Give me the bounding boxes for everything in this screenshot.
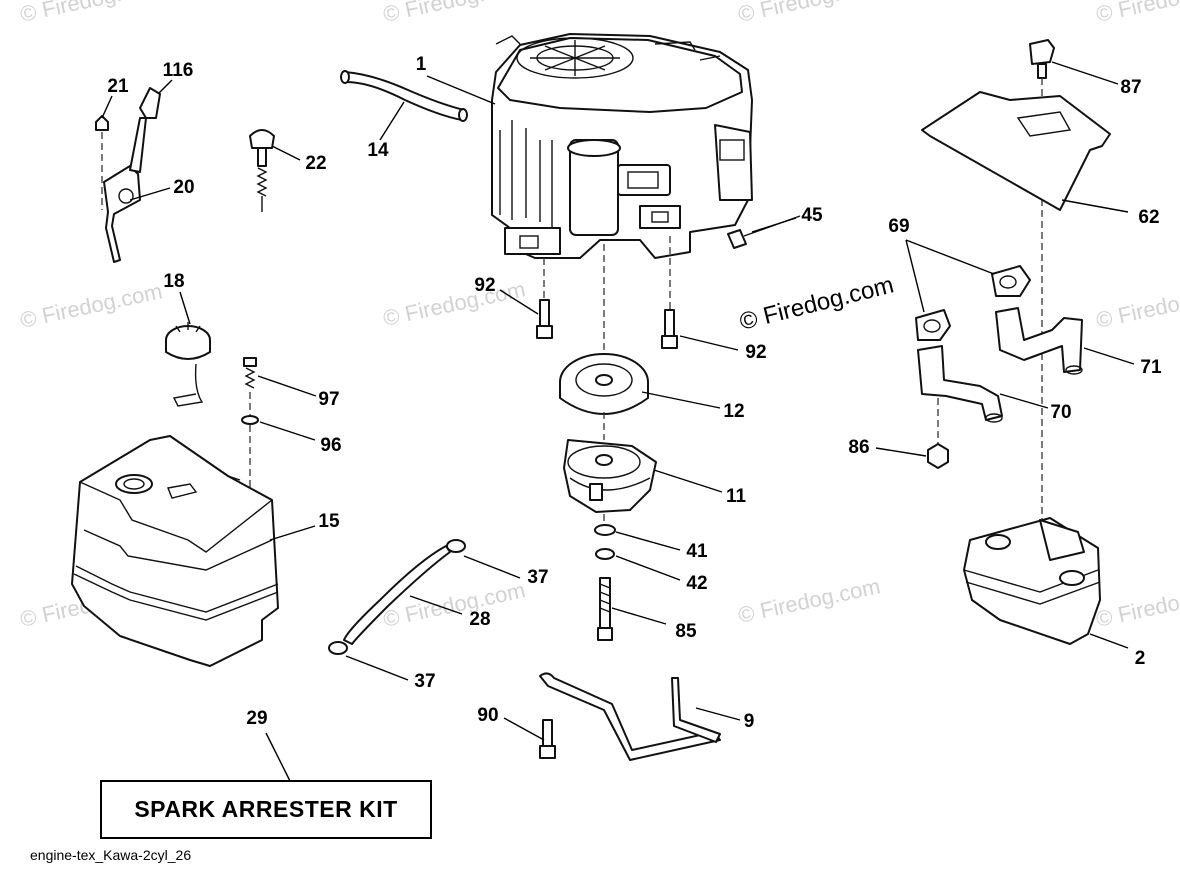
diagram-caption: engine-tex_Kawa-2cyl_26 xyxy=(30,847,191,863)
pto-clutch xyxy=(563,439,657,513)
callout-2: 2 xyxy=(1135,648,1146,669)
callout-62: 62 xyxy=(1138,207,1159,228)
fuel-hose xyxy=(340,70,468,122)
fuel-line xyxy=(328,539,466,655)
callout-37-lower: 37 xyxy=(414,671,435,692)
callout-97: 97 xyxy=(318,389,339,410)
watermark: © Firedog.com xyxy=(1094,278,1180,333)
callout-69: 69 xyxy=(888,216,909,237)
callout-14: 14 xyxy=(367,140,389,161)
callout-90: 90 xyxy=(477,705,498,726)
callout-15: 15 xyxy=(318,511,340,532)
nut xyxy=(927,398,949,469)
callout-21: 21 xyxy=(107,76,129,97)
lever-knob xyxy=(249,129,275,212)
callout-18: 18 xyxy=(163,271,184,292)
kit-box xyxy=(100,780,432,839)
heat-shield xyxy=(921,39,1111,520)
watermark: © Firedog.com xyxy=(381,0,528,27)
watermark: © Firedog.com xyxy=(381,276,528,331)
callout-92-left: 92 xyxy=(474,275,495,296)
leader-lines xyxy=(101,61,1135,782)
muffler xyxy=(963,517,1101,645)
callout-92-right: 92 xyxy=(745,342,766,363)
spark-arrester-kit: SPARK ARRESTER KIT xyxy=(100,780,432,839)
engine xyxy=(491,33,753,259)
watermark: © Firedog.com xyxy=(1094,577,1180,632)
callout-87: 87 xyxy=(1120,77,1141,98)
callout-45: 45 xyxy=(801,205,823,226)
watermark: © Firedog.com xyxy=(18,278,165,333)
kit-label: SPARK ARRESTER KIT xyxy=(134,796,397,822)
callout-96: 96 xyxy=(320,435,341,456)
exhaust-pipes xyxy=(917,307,1083,423)
watermark: © Firedog.com xyxy=(1094,0,1180,27)
watermark: © Firedog.com xyxy=(736,573,883,628)
throttle-assembly xyxy=(95,87,161,263)
callouts: 1 2 9 11 12 14 15 18 20 21 22 28 29 37 3… xyxy=(107,54,1162,732)
gaskets xyxy=(915,265,1031,341)
callout-28: 28 xyxy=(469,609,490,630)
fuel-tank xyxy=(71,435,279,667)
callout-41: 41 xyxy=(686,541,708,562)
callout-12: 12 xyxy=(723,401,744,422)
callout-22: 22 xyxy=(305,153,326,174)
muffler-bracket xyxy=(539,672,721,761)
callout-116: 116 xyxy=(163,60,194,81)
watermark-main: © Firedog.com xyxy=(737,271,897,335)
watermark: © Firedog.com xyxy=(18,0,165,27)
callout-37-upper: 37 xyxy=(527,567,548,588)
callout-9: 9 xyxy=(744,711,755,732)
callout-20: 20 xyxy=(173,177,194,198)
callout-86: 86 xyxy=(848,437,869,458)
watermark: © Firedog.com xyxy=(736,0,883,27)
callout-29: 29 xyxy=(246,708,267,729)
callout-1: 1 xyxy=(416,54,427,75)
callout-71: 71 xyxy=(1140,357,1162,378)
fuel-cap xyxy=(165,322,211,407)
callout-85: 85 xyxy=(675,621,697,642)
engine-pulley xyxy=(559,353,649,415)
mounting-bolts xyxy=(536,236,678,349)
callout-11: 11 xyxy=(726,486,747,507)
callout-70: 70 xyxy=(1050,402,1071,423)
callout-42: 42 xyxy=(686,573,707,594)
washers-and-bolt xyxy=(594,524,616,641)
